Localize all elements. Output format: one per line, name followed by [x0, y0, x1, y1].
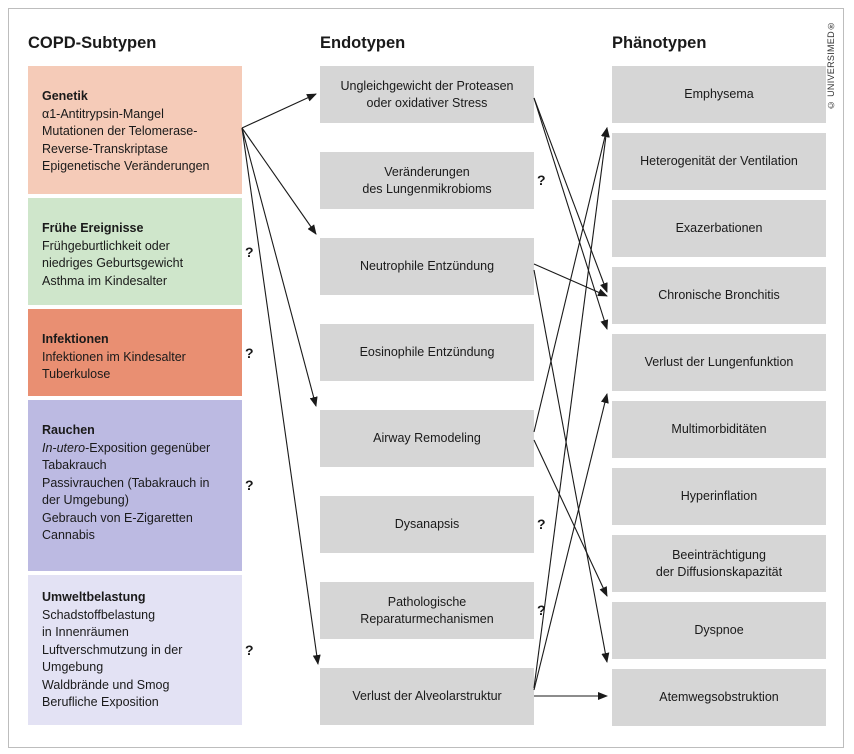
endotype-protease-oxidative: Ungleichgewicht der Proteasen oder oxidat… — [320, 66, 534, 123]
phenotype-label: Multimorbiditäten — [671, 422, 767, 436]
endotype-label: Dysanapsis — [394, 517, 460, 531]
endotype-microbiome: Veränderungen des Lungenmikrobioms — [320, 152, 534, 209]
phenotype-label: Verlust der Lungenfunktion — [644, 355, 794, 369]
subtype-line: Frühgeburtlichkeit oder — [42, 238, 170, 253]
arrow — [241, 93, 317, 129]
phenotype-exacerbations: Exazerbationen — [612, 200, 826, 257]
endotype-alveolar-loss: Verlust der Alveolarstruktur — [320, 668, 534, 725]
endotype-label: Eosinophile Entzündung — [359, 345, 495, 359]
subtype-line-rest: -Exposition gegenüber — [85, 440, 211, 455]
phenotype-label: Heterogenität der Ventilation — [640, 154, 798, 168]
endotype-label: Veränderungen — [384, 164, 470, 179]
endotype-label: Ungleichgewicht der Proteasen — [340, 78, 514, 93]
phenotype-label: Emphysema — [684, 87, 754, 101]
endotype-label: des Lungenmikrobioms — [362, 181, 492, 196]
phenotype-label: Hyperinflation — [680, 489, 758, 503]
subtype-title: Frühe Ereignisse — [42, 221, 144, 235]
header-subtypes: COPD-Subtypen — [28, 34, 157, 52]
subtype-line: Cannabis — [42, 528, 95, 542]
subtype-environment: Umweltbelastung Schadstoffbelastung in I… — [28, 575, 242, 725]
arrow — [533, 97, 608, 293]
phenotype-dyspnea: Dyspnoe — [612, 602, 826, 659]
endotype-dysanapsis: Dysanapsis — [320, 496, 534, 553]
phenotype-label: Exazerbationen — [675, 221, 763, 235]
subtype-early-events: Frühe Ereignisse Frühgeburtlichkeit oder… — [28, 198, 242, 305]
question-mark: ? — [537, 602, 546, 618]
question-mark: ? — [245, 642, 254, 658]
endotype-airway-remodeling: Airway Remodeling — [320, 410, 534, 467]
question-mark: ? — [537, 516, 546, 532]
subtype-line: Luftverschmutzung in der — [42, 642, 183, 657]
arrow — [533, 393, 609, 691]
subtype-line: α1-Antitrypsin-Mangel — [42, 106, 164, 121]
phenotype-ventilation-heterogeneity: Heterogenität der Ventilation — [612, 133, 826, 190]
arrow — [241, 127, 318, 407]
endotype-neutrophilic: Neutrophile Entzündung — [320, 238, 534, 295]
phenotype-emphysema: Emphysema — [612, 66, 826, 123]
subtype-line: Infektionen im Kindesalter — [42, 349, 186, 364]
phenotype-hyperinflation: Hyperinflation — [612, 468, 826, 525]
phenotype-airway-obstruction: Atemwegsobstruktion — [612, 669, 826, 726]
arrow — [533, 127, 609, 433]
subtype-line: Passivrauchen (Tabakrauch in — [42, 475, 210, 490]
subtype-line: Gebrauch von E-Zigaretten — [42, 510, 193, 525]
subtype-line: Waldbrände und Smog — [42, 677, 170, 692]
endotype-eosinophilic: Eosinophile Entzündung — [320, 324, 534, 381]
header-phenotypes: Phänotypen — [612, 34, 707, 52]
arrow — [533, 439, 608, 597]
subtype-line: In-utero-Exposition gegenüber — [42, 440, 236, 458]
subtype-line: niedriges Geburtsgewicht — [42, 256, 184, 270]
phenotype-chronic-bronchitis: Chronische Bronchitis — [612, 267, 826, 324]
arrow — [241, 127, 321, 665]
endotype-label: Airway Remodeling — [373, 431, 481, 445]
subtype-genetics: Genetik α1-Antitrypsin-Mangel Mutationen… — [28, 66, 242, 194]
subtype-line: Schadstoffbelastung — [42, 607, 156, 622]
phenotype-label: der Diffusionskapazität — [655, 564, 783, 579]
endotype-label: Pathologische — [387, 594, 467, 609]
phenotype-label: Beeinträchtigung — [672, 547, 766, 562]
subtype-line: der Umgebung) — [42, 493, 129, 507]
subtype-line: Tabakrauch — [42, 458, 107, 472]
phenotype-label: Dyspnoe — [694, 623, 744, 637]
subtype-line: Reverse-Transkriptase — [42, 141, 168, 156]
arrow — [533, 127, 610, 689]
subtype-title: Umweltbelastung — [42, 590, 146, 604]
endotype-label: oder oxidativer Stress — [366, 95, 488, 110]
phenotype-multimorbidity: Multimorbiditäten — [612, 401, 826, 458]
subtype-line: Mutationen der Telomerase- — [42, 124, 198, 138]
endotype-label: Neutrophile Entzündung — [359, 259, 495, 273]
subtype-line: Tuberkulose — [42, 367, 111, 381]
subtype-line: Asthma im Kindesalter — [42, 273, 168, 288]
question-mark: ? — [245, 345, 254, 361]
arrow — [241, 127, 317, 235]
figure-frame — [8, 8, 844, 748]
subtype-title: Infektionen — [42, 332, 109, 346]
header-endotypes: Endotypen — [320, 34, 406, 52]
phenotype-label: Atemwegsobstruktion — [659, 690, 779, 704]
arrow — [533, 269, 610, 663]
phenotype-diffusion-impairment: Beeinträchtigung der Diffusionskapazität — [612, 535, 826, 592]
subtype-line: Epigenetische Veränderungen — [42, 159, 210, 173]
subtype-title: Rauchen — [42, 423, 95, 437]
subtype-line: Umgebung — [42, 660, 104, 674]
question-mark: ? — [537, 172, 546, 188]
phenotype-lung-function-loss: Verlust der Lungenfunktion — [612, 334, 826, 391]
endotype-label: Reparaturmechanismen — [360, 611, 494, 626]
phenotype-label: Chronische Bronchitis — [658, 288, 780, 302]
question-mark: ? — [245, 477, 254, 493]
subtype-line: Berufliche Exposition — [42, 695, 159, 709]
subtype-title: Genetik — [42, 89, 88, 103]
question-mark: ? — [245, 244, 254, 260]
subtype-infections: Infektionen Infektionen im Kindesalter T… — [28, 309, 242, 396]
subtype-line: in Innenräumen — [42, 625, 129, 639]
endotype-label: Verlust der Alveolarstruktur — [352, 689, 502, 703]
subtype-smoking: Rauchen In-utero-Exposition gegenüber Ta… — [28, 400, 242, 571]
subtype-line-italic: In-utero — [42, 440, 86, 455]
